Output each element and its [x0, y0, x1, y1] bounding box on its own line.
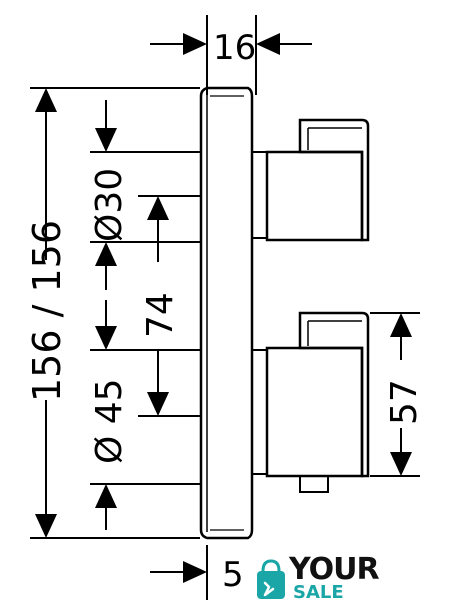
diameter-top-label: Ø30	[89, 168, 130, 242]
lower-height-label: 57	[384, 379, 425, 425]
thickness-dimension	[150, 15, 312, 95]
bottom-partial-dimension	[150, 545, 208, 600]
upper-handle	[251, 118, 370, 242]
shopping-bag-icon	[257, 559, 285, 599]
logo-subword: SALE	[293, 582, 344, 603]
diameter-bottom-label: Ø 45	[89, 378, 130, 464]
diameter-bottom-dimension	[90, 300, 200, 530]
lower-handle	[251, 311, 370, 493]
center-distance-label: 74	[140, 292, 181, 338]
arrowhead-right	[256, 33, 280, 55]
arrowhead-left	[183, 33, 207, 55]
bottom-partial-label: 5	[222, 555, 244, 595]
diameter-top-dimension	[90, 100, 200, 290]
thickness-label: 16	[213, 28, 256, 68]
total-height-label: 156 / 156	[25, 220, 69, 402]
lower-height-dimension	[370, 312, 420, 477]
logo-word: YOUR	[289, 552, 380, 587]
cover-plate	[199, 86, 254, 540]
center-distance-dimension	[138, 195, 200, 417]
watermark-logo: YOUR SALE	[253, 553, 433, 609]
total-height-dimension	[30, 87, 200, 539]
